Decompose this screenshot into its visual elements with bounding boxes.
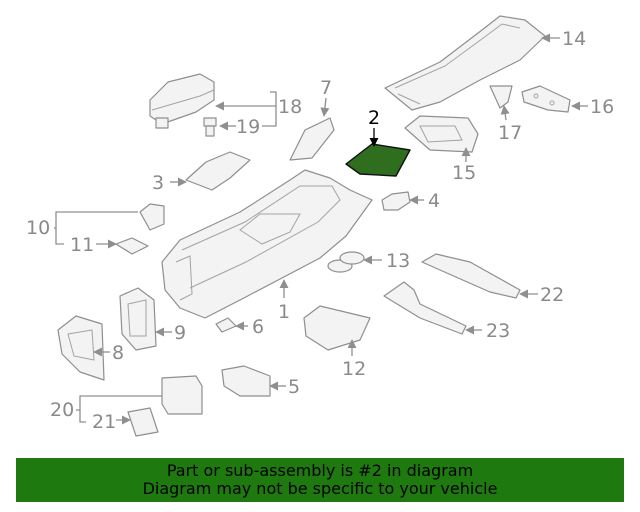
part-23-rail [383, 281, 467, 335]
fitment-banner: Part or sub-assembly is #2 in diagram Di… [16, 458, 624, 502]
callout-6: 6 [252, 316, 264, 338]
callout-2: 2 [368, 107, 380, 129]
part-3-insulator [185, 151, 251, 191]
callout-12: 12 [342, 358, 366, 380]
callout-17: 17 [498, 122, 522, 144]
callout-1: 1 [278, 301, 290, 323]
callout-19: 19 [236, 116, 260, 138]
banner-line-2: Diagram may not be specific to your vehi… [142, 479, 498, 498]
callout-8: 8 [112, 342, 124, 364]
callout-3: 3 [152, 172, 164, 194]
callout-4: 4 [428, 190, 440, 212]
banner-line-1: Part or sub-assembly is #2 in diagram [166, 461, 474, 480]
callout-7: 7 [320, 77, 332, 99]
part-18-armrest-lid [149, 73, 215, 129]
callout-14: 14 [562, 28, 586, 50]
part-22-rail [421, 253, 521, 299]
callout-11: 11 [70, 234, 94, 256]
callout-16: 16 [590, 96, 614, 118]
part-19-bolt [203, 117, 217, 137]
leader-lines [54, 33, 588, 425]
part-13-rings [327, 251, 365, 273]
part-15-tray [404, 115, 479, 153]
callout-20: 20 [50, 399, 74, 421]
part-17-clip [489, 85, 513, 109]
part-16-bracket [521, 85, 571, 113]
part-9-panel [119, 287, 157, 351]
part-20-box [161, 375, 203, 415]
callout-9: 9 [174, 322, 186, 344]
part-14-upper-trim [384, 15, 546, 111]
part-5-bracket [221, 365, 271, 397]
callout-10: 10 [26, 217, 50, 239]
part-4-clip [381, 191, 411, 211]
callout-23: 23 [486, 320, 510, 342]
part-2-mat-highlighted [345, 143, 411, 177]
callout-21: 21 [92, 411, 116, 433]
part-6-clip [215, 317, 237, 333]
part-7-side-trim [289, 117, 335, 161]
part-8-vent [57, 315, 105, 381]
callout-labels: 14 16 17 15 2 4 7 18 19 3 10 11 1 13 22 … [26, 28, 614, 433]
part-11-pad [115, 237, 149, 255]
part-10-bezel [139, 203, 165, 231]
callout-5: 5 [288, 376, 300, 398]
callout-15: 15 [452, 162, 476, 184]
callout-13: 13 [386, 250, 410, 272]
callout-18: 18 [278, 96, 302, 118]
part-21-pad [127, 407, 159, 437]
callout-22: 22 [540, 284, 564, 306]
part-1-console-body [161, 169, 373, 319]
part-12-bin [303, 305, 371, 351]
